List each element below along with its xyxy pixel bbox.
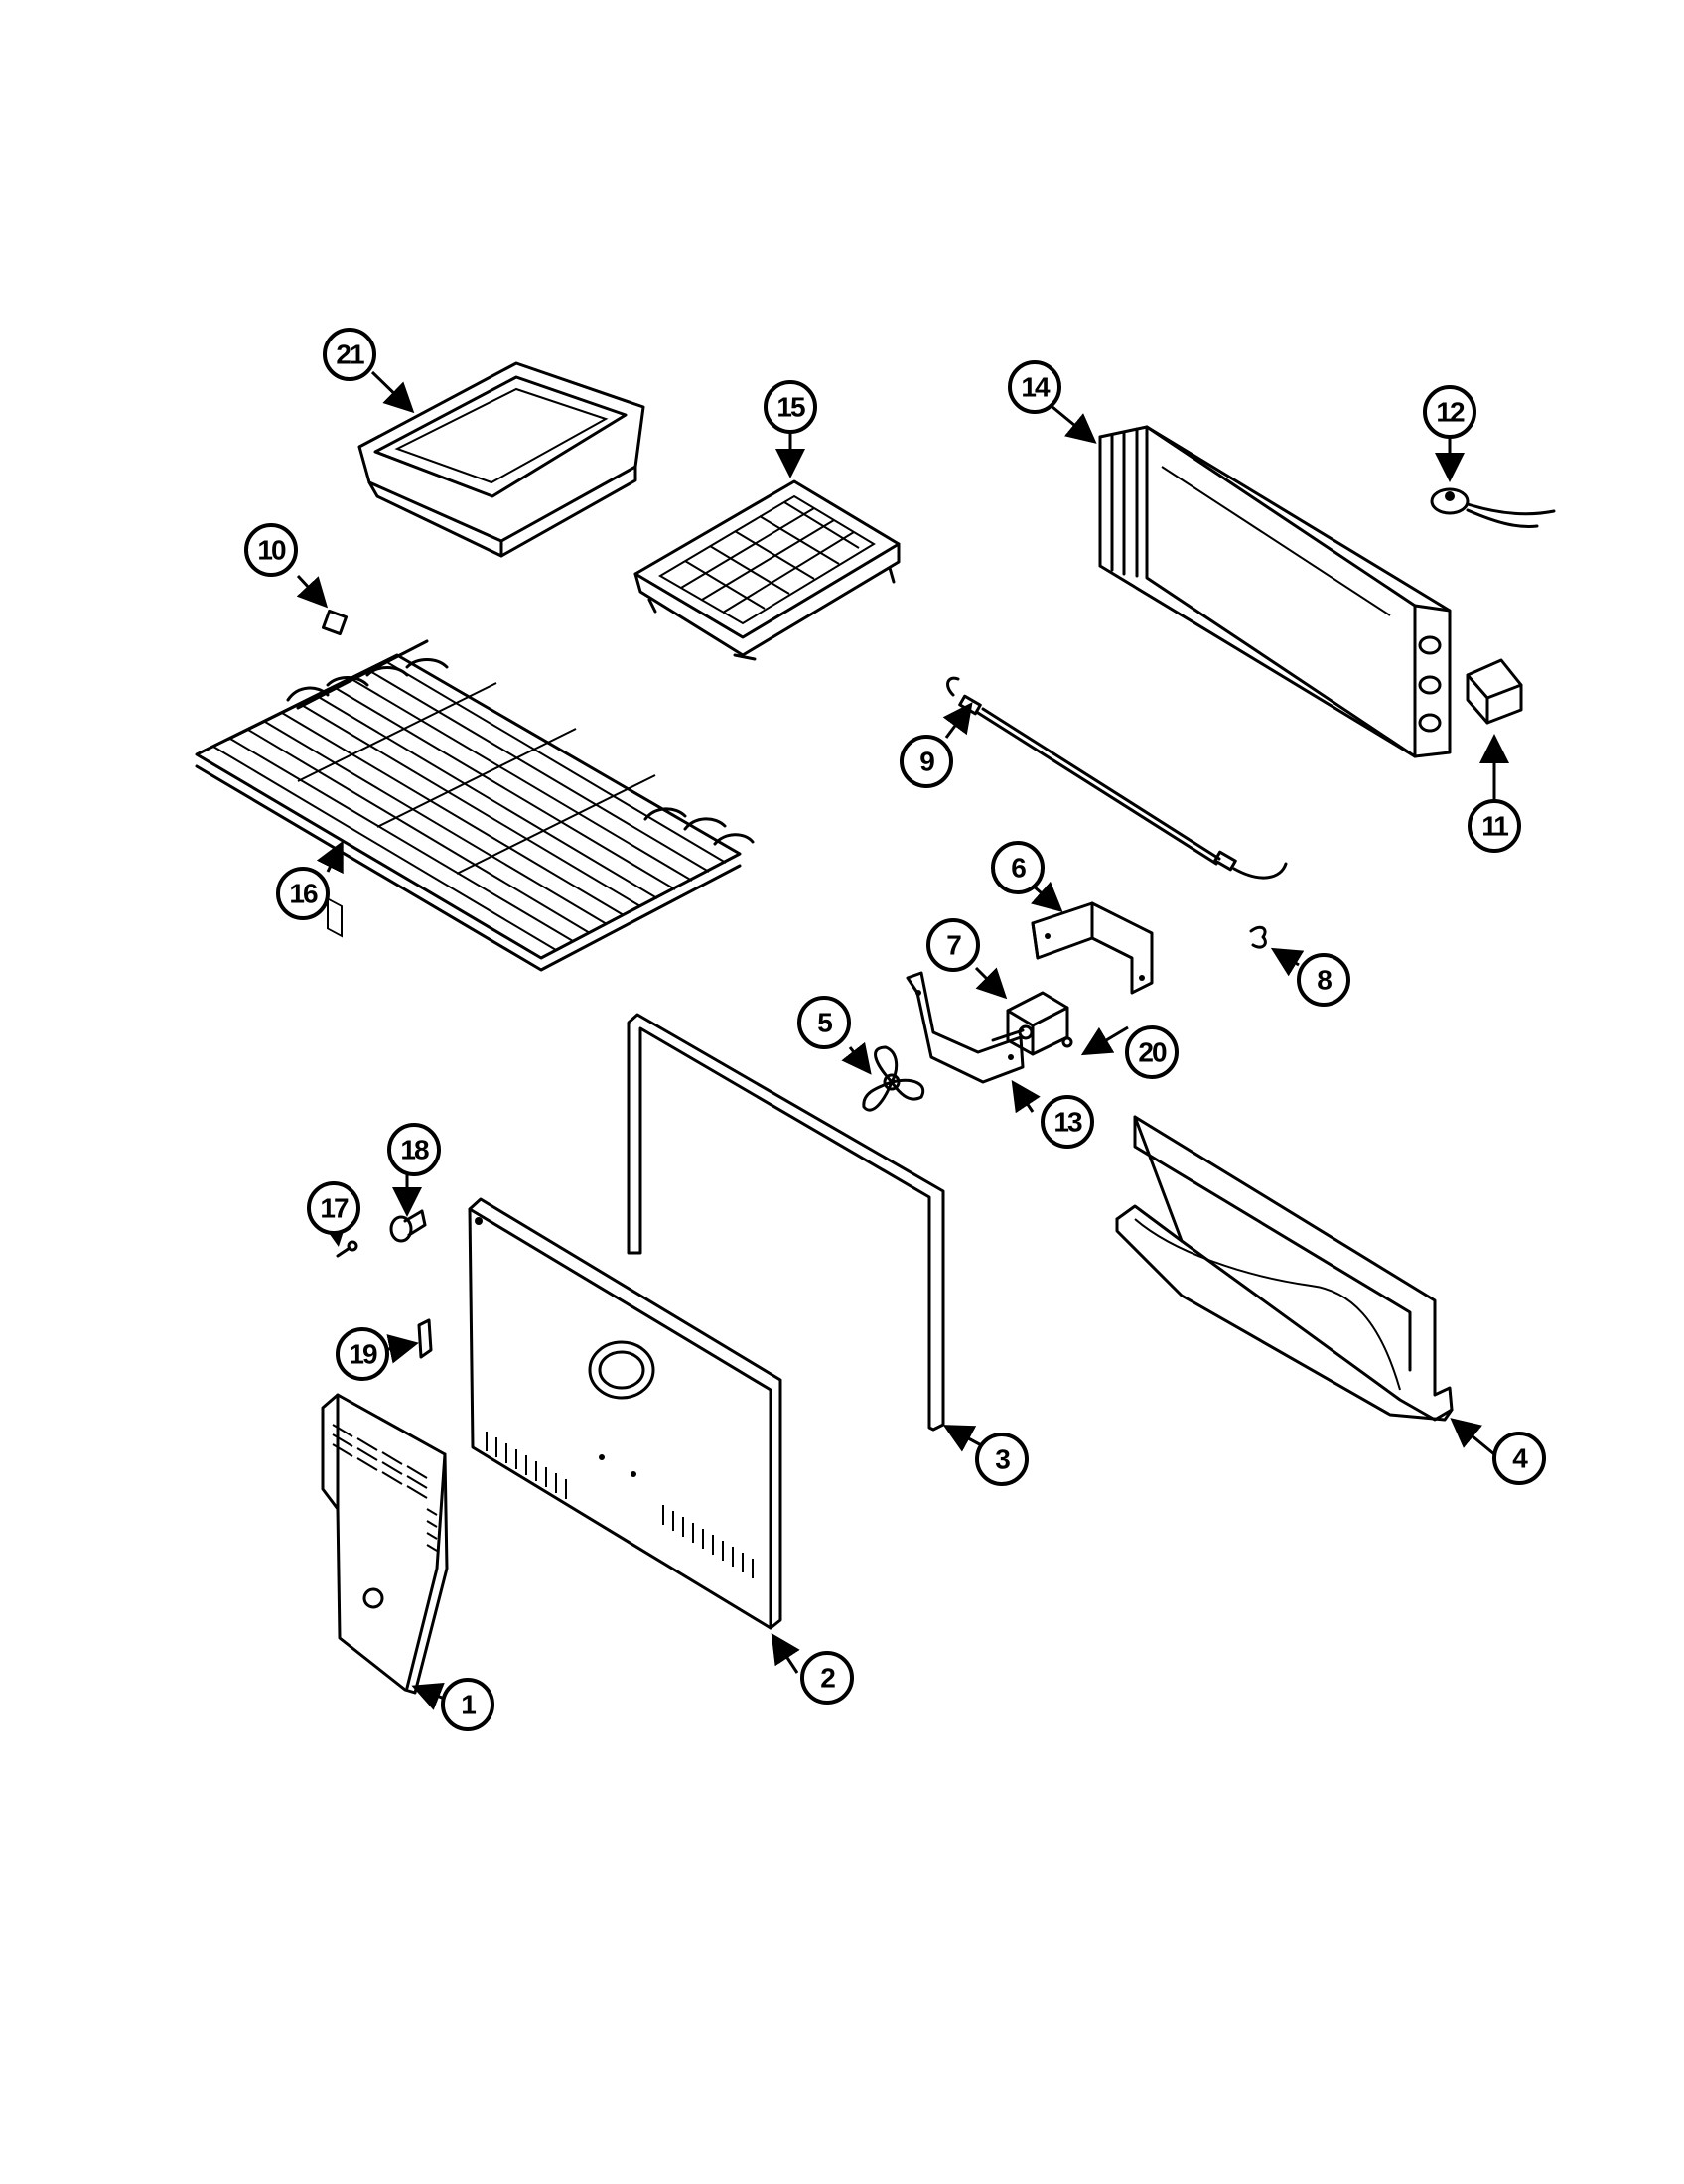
callout-13: 13 [1041, 1095, 1094, 1149]
ice-bin-part [357, 361, 645, 558]
svg-text:17: 17 [320, 1193, 349, 1224]
callout-11: 11 [1468, 799, 1521, 853]
ice-tray-part [633, 479, 901, 661]
callout-9: 9 [900, 735, 953, 788]
svg-text:11: 11 [1481, 811, 1508, 842]
callout-16: 16 [276, 867, 330, 920]
svg-text:14: 14 [1021, 372, 1051, 403]
callout-6: 6 [991, 841, 1045, 894]
timer-part [991, 991, 1069, 1056]
callout-2: 2 [800, 1651, 854, 1705]
terminal-block-part [1466, 658, 1523, 725]
callout-18: 18 [387, 1123, 441, 1176]
callout-1: 1 [441, 1678, 494, 1731]
callout-19: 19 [336, 1327, 389, 1381]
callout-14: 14 [1008, 360, 1061, 414]
callout-21: 21 [323, 328, 376, 381]
callout-8: 8 [1297, 953, 1350, 1007]
svg-text:16: 16 [289, 879, 318, 909]
callout-7: 7 [926, 918, 980, 972]
evaporator-part [1098, 425, 1452, 758]
svg-text:19: 19 [349, 1339, 377, 1370]
heater-wire-part [946, 676, 1288, 880]
svg-text:10: 10 [257, 535, 286, 566]
callout-20: 20 [1125, 1025, 1179, 1079]
bracket-part [1031, 901, 1154, 995]
callout-10: 10 [244, 523, 298, 577]
svg-text:20: 20 [1138, 1037, 1167, 1068]
gasket-frame-part [627, 1013, 945, 1432]
screw-part [1061, 1036, 1073, 1048]
svg-text:13: 13 [1053, 1107, 1082, 1138]
svg-text:5: 5 [817, 1008, 832, 1038]
trough-part [1115, 1115, 1454, 1422]
clip-part [321, 609, 349, 636]
svg-text:9: 9 [919, 747, 934, 777]
hook-part [1249, 925, 1267, 949]
sensor-part [1430, 487, 1556, 528]
callout-5: 5 [797, 996, 851, 1049]
svg-text:15: 15 [776, 392, 805, 423]
svg-text:7: 7 [946, 930, 961, 961]
wire-shelf-part [195, 639, 755, 972]
callout-12: 12 [1423, 385, 1476, 439]
leader-lines [296, 370, 1509, 1710]
svg-text:21: 21 [336, 340, 364, 370]
callout-4: 4 [1492, 1432, 1546, 1485]
svg-text:12: 12 [1436, 397, 1465, 428]
svg-text:2: 2 [820, 1663, 835, 1694]
svg-text:4: 4 [1512, 1443, 1528, 1474]
fan-blade-part [862, 1045, 925, 1112]
screw-small-part [336, 1240, 358, 1258]
callout-15: 15 [764, 380, 817, 434]
mounting-bracket-part [906, 971, 1025, 1084]
svg-text:18: 18 [400, 1135, 429, 1165]
callout-3: 3 [975, 1433, 1029, 1486]
svg-text:6: 6 [1011, 853, 1026, 884]
svg-text:1: 1 [461, 1690, 476, 1720]
rear-panel-part [468, 1197, 782, 1630]
callout-17: 17 [307, 1181, 360, 1235]
knob-part [389, 1209, 427, 1243]
light-shield-part [417, 1318, 433, 1359]
control-housing-part [321, 896, 449, 1695]
svg-text:8: 8 [1317, 965, 1332, 996]
svg-text:3: 3 [995, 1444, 1010, 1475]
